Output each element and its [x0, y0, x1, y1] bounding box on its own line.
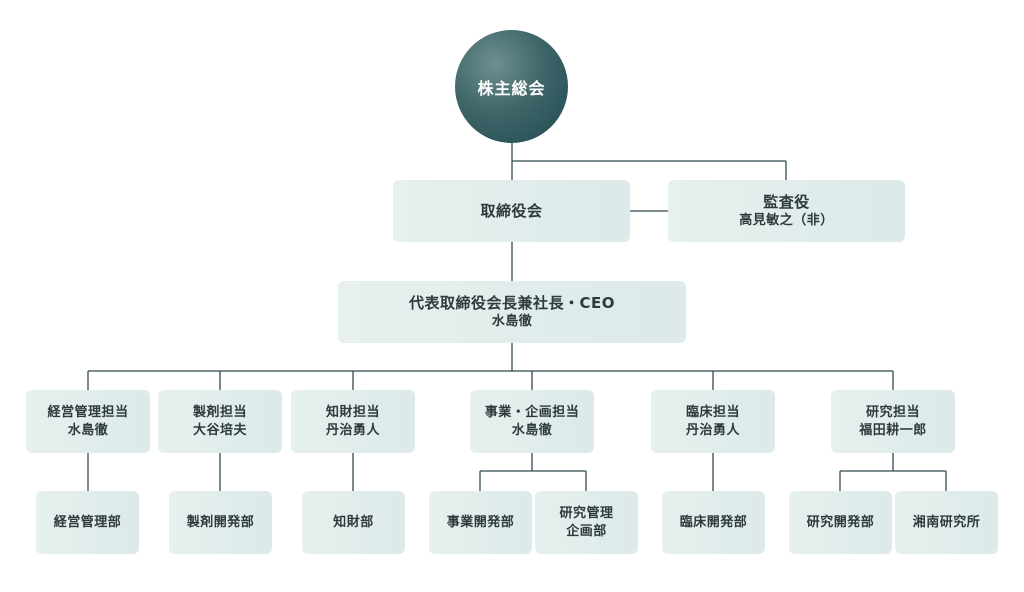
department-label: 臨床開発部: [679, 514, 748, 530]
department-label: 知財部: [333, 514, 374, 530]
officer-name: 水島徹: [511, 422, 553, 438]
officer-name: 丹治勇人: [325, 422, 380, 438]
officer-name: 丹治勇人: [685, 422, 740, 438]
department-label: 製剤開発部: [186, 514, 255, 530]
officer-node: 経営管理担当 水島徹: [26, 390, 150, 453]
auditor-title: 監査役: [763, 193, 810, 212]
officer-title: 臨床担当: [685, 404, 740, 420]
board-label: 取締役会: [480, 201, 543, 220]
officer-node: 臨床担当 丹治勇人: [651, 390, 775, 453]
ceo-title: 代表取締役会長兼社長・CEO: [408, 294, 615, 313]
department-node: 研究開発部: [789, 491, 892, 554]
officer-name: 水島徹: [67, 422, 109, 438]
department-label: 研究管理 企画部: [559, 505, 614, 539]
department-node: 湘南研究所: [895, 491, 998, 554]
department-label: 研究開発部: [806, 514, 875, 530]
department-node: 臨床開発部: [662, 491, 765, 554]
auditor-node: 監査役 高見敏之（非）: [668, 180, 905, 242]
department-node: 経営管理部: [36, 491, 139, 554]
shareholders-meeting-node: 株主総会: [455, 30, 568, 143]
department-node: 知財部: [302, 491, 405, 554]
ceo-name: 水島徹: [491, 314, 533, 330]
officer-title: 研究担当: [865, 404, 920, 420]
auditor-name: 高見敏之（非）: [739, 213, 834, 229]
officer-node: 事業・企画担当 水島徹: [470, 390, 594, 453]
board-node: 取締役会: [393, 180, 630, 242]
officer-title: 経営管理担当: [47, 404, 129, 420]
department-node: 事業開発部: [429, 491, 532, 554]
department-label: 湘南研究所: [912, 514, 981, 530]
department-label: 事業開発部: [446, 514, 515, 530]
ceo-node: 代表取締役会長兼社長・CEO 水島徹: [338, 281, 686, 343]
officer-title: 知財担当: [325, 404, 380, 420]
officer-title: 事業・企画担当: [484, 404, 580, 420]
shareholders-meeting-label: 株主総会: [477, 78, 546, 98]
department-label: 経営管理部: [53, 514, 122, 530]
officer-node: 研究担当 福田耕一郎: [831, 390, 955, 453]
officer-node: 製剤担当 大谷培夫: [158, 390, 282, 453]
officer-title: 製剤担当: [192, 404, 247, 420]
officer-node: 知財担当 丹治勇人: [291, 390, 415, 453]
department-node: 研究管理 企画部: [535, 491, 638, 554]
officer-name: 福田耕一郎: [859, 422, 927, 438]
department-node: 製剤開発部: [169, 491, 272, 554]
officer-name: 大谷培夫: [192, 422, 247, 438]
